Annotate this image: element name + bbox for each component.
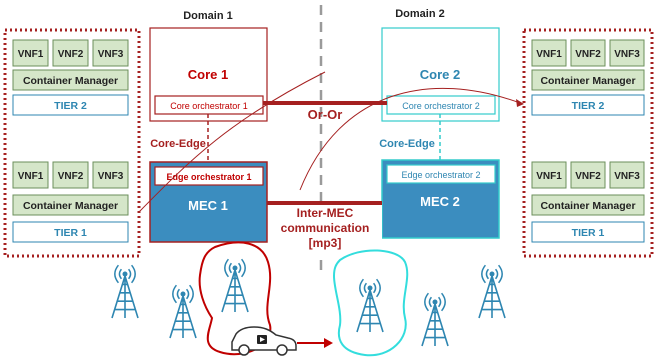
- vnf-label: VNF3: [614, 171, 640, 182]
- vnf-box: [570, 161, 606, 189]
- mec-2-title: MEC 2: [420, 194, 460, 209]
- tier-box: [531, 94, 645, 116]
- right-tier-link-curve: [299, 87, 521, 191]
- edge-orchestrator-2-box: [386, 164, 496, 184]
- vnf-label: VNF2: [58, 171, 84, 182]
- left-tier-2: VNF1 VNF2 VNF3 Container Manager TIER 2: [12, 39, 129, 116]
- edge-orchestrator-2-label: Edge orchestrator 2: [401, 170, 480, 180]
- tier-label: TIER 2: [54, 100, 87, 112]
- edge-orchestrator-1-label: Edge orchestrator 1: [166, 172, 251, 182]
- cell-tower-icon: [478, 264, 506, 319]
- vnf-box: [12, 161, 49, 189]
- container-manager-label: Container Manager: [23, 200, 118, 212]
- left-tier-group: [3, 28, 141, 258]
- cell-tower-icon: [421, 292, 449, 347]
- domain-2-label: Domain 2: [395, 8, 445, 20]
- vnf-box: [92, 39, 129, 67]
- vnf-box: [52, 39, 89, 67]
- vnf-label: VNF3: [614, 49, 640, 60]
- vnf-box: [12, 39, 49, 67]
- tier-label: TIER 2: [572, 100, 605, 112]
- vnf-label: VNF3: [98, 171, 124, 182]
- cell-tower-icon: [169, 284, 197, 339]
- right-tier-arrowhead: [516, 99, 524, 107]
- container-manager-box: [12, 69, 129, 91]
- vnf-box: [609, 39, 645, 67]
- container-manager-label: Container Manager: [23, 75, 118, 87]
- vnf-label: VNF1: [18, 171, 44, 182]
- core-orchestrator-1-label: Core orchestrator 1: [170, 101, 248, 111]
- right-tier-1: VNF1 VNF2 VNF3 Container Manager TIER 1: [531, 161, 645, 243]
- vnf-label: VNF2: [575, 171, 601, 182]
- tier-box: [12, 221, 129, 243]
- core-orchestrator-2-label: Core orchestrator 2: [402, 101, 480, 111]
- core-2-title: Core 2: [420, 67, 460, 82]
- core-edge-left-label: Core-Edge: [150, 138, 206, 150]
- left-tier-link-curve: [138, 71, 326, 213]
- or-or-label: Or-Or: [308, 107, 343, 122]
- vnf-label: VNF1: [536, 49, 562, 60]
- vnf-box: [570, 39, 606, 67]
- container-manager-box: [531, 194, 645, 216]
- vnf-label: VNF2: [58, 49, 84, 60]
- tier-label: TIER 1: [572, 227, 605, 239]
- vnf-label: VNF1: [536, 171, 562, 182]
- tier-box: [12, 94, 129, 116]
- inter-mec-label-line2: communication: [281, 221, 370, 235]
- container-manager-label: Container Manager: [540, 75, 635, 87]
- mec-2-coverage-area: [332, 249, 409, 357]
- cell-towers: [111, 258, 506, 347]
- cell-tower-icon: [221, 258, 249, 313]
- vnf-label: VNF2: [575, 49, 601, 60]
- vnf-label: VNF3: [98, 49, 124, 60]
- vnf-box: [531, 39, 567, 67]
- cell-tower-icon: [111, 264, 139, 319]
- container-manager-box: [531, 69, 645, 91]
- vnf-box: [52, 161, 89, 189]
- inter-mec-label-line1: Inter-MEC: [297, 206, 354, 220]
- right-tier-2: VNF1 VNF2 VNF3 Container Manager TIER 2: [531, 39, 645, 116]
- vnf-label: VNF1: [18, 49, 44, 60]
- car-icon: [231, 326, 297, 356]
- vnf-box: [92, 161, 129, 189]
- container-manager-label: Container Manager: [540, 200, 635, 212]
- mec-1-title: MEC 1: [188, 198, 228, 213]
- inter-mec-label-bg: [268, 205, 382, 253]
- right-tier-group: [522, 28, 654, 258]
- inter-mec-label-line3: [mp3]: [309, 236, 342, 250]
- container-manager-box: [12, 194, 129, 216]
- vnf-box: [609, 161, 645, 189]
- core-1-title: Core 1: [188, 67, 228, 82]
- mec-1-coverage-area: [198, 241, 272, 356]
- cell-tower-icon: [356, 278, 384, 333]
- tier-label: TIER 1: [54, 227, 87, 239]
- vnf-box: [531, 161, 567, 189]
- car-movement-arrowhead: [324, 338, 333, 348]
- left-tier-1: VNF1 VNF2 VNF3 Container Manager TIER 1: [12, 161, 129, 243]
- domain-1-label: Domain 1: [183, 10, 233, 22]
- core-edge-right-label: Core-Edge: [379, 138, 435, 150]
- edge-orchestrator-1-box: [154, 166, 264, 186]
- tier-box: [531, 221, 645, 243]
